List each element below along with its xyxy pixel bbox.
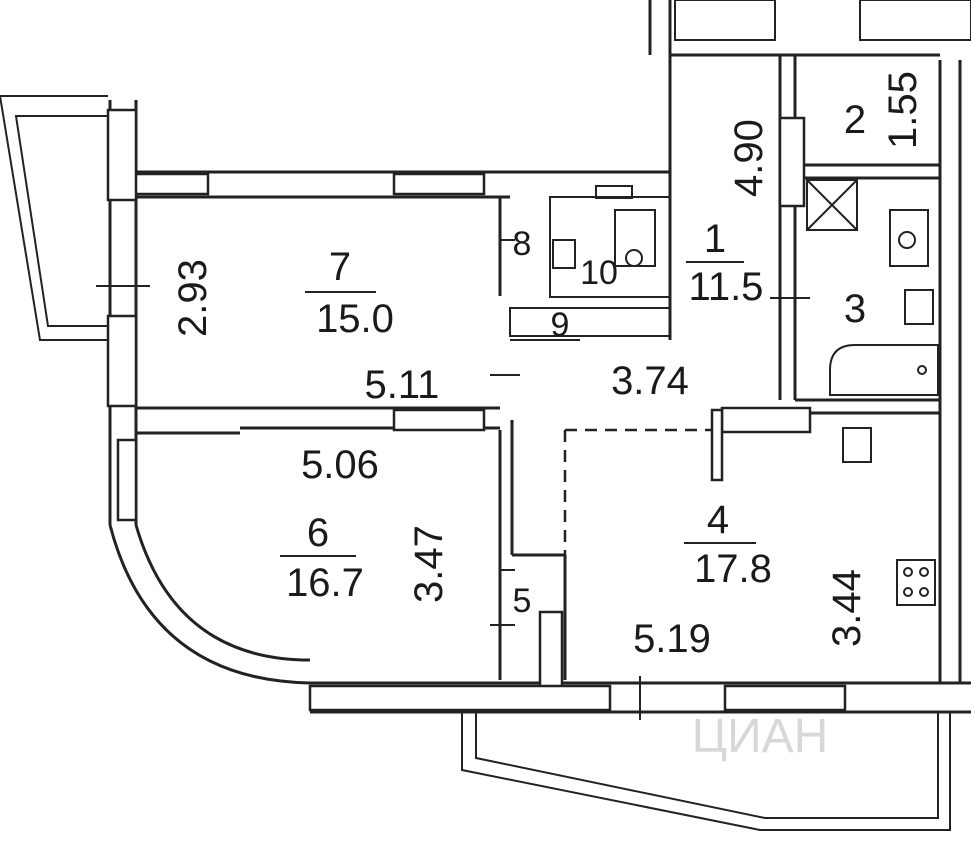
dim-hall-width: 3.74 [611, 359, 689, 403]
watermark: ЦИАН [692, 710, 829, 763]
dim-r7-height: 2.93 [171, 259, 215, 337]
room-6-label: 6 16.7 [280, 511, 364, 605]
balcony-bottom [461, 712, 951, 831]
room-7-label: 7 15.0 [305, 245, 394, 341]
room-6-area: 16.7 [286, 561, 364, 605]
room-7-area: 15.0 [316, 297, 394, 341]
dimension-lines [96, 239, 810, 720]
room-4-label: 4 17.8 [684, 498, 772, 591]
dim-r2-height: 1.55 [881, 71, 925, 149]
room-2-number: 2 [844, 98, 866, 142]
marker-9: 9 [551, 306, 570, 344]
marker-5: 5 [513, 582, 532, 620]
room-1-number: 1 [704, 217, 726, 261]
fixtures [552, 179, 939, 606]
room-1-label: 1 11.5 [686, 217, 763, 309]
walls [108, 0, 971, 714]
windows [106, 108, 847, 712]
dim-r6-top: 5.06 [301, 443, 379, 487]
dim-r4-height: 3.44 [825, 569, 869, 647]
room-7-number: 7 [329, 245, 351, 289]
room-6-number: 6 [307, 511, 329, 555]
dim-r6-height: 3.47 [407, 525, 451, 603]
marker-10: 10 [580, 254, 618, 292]
room-4-number: 4 [707, 498, 729, 542]
dim-r4-bottom: 5.19 [633, 617, 711, 661]
marker-8: 8 [513, 225, 532, 263]
dim-r7-width: 5.11 [365, 363, 440, 407]
room-4-area: 17.8 [694, 547, 772, 591]
balcony-left [0, 95, 108, 341]
room-3-number: 3 [844, 287, 866, 331]
room-1-area: 11.5 [689, 265, 764, 309]
dim-corr-height: 4.90 [727, 119, 771, 197]
